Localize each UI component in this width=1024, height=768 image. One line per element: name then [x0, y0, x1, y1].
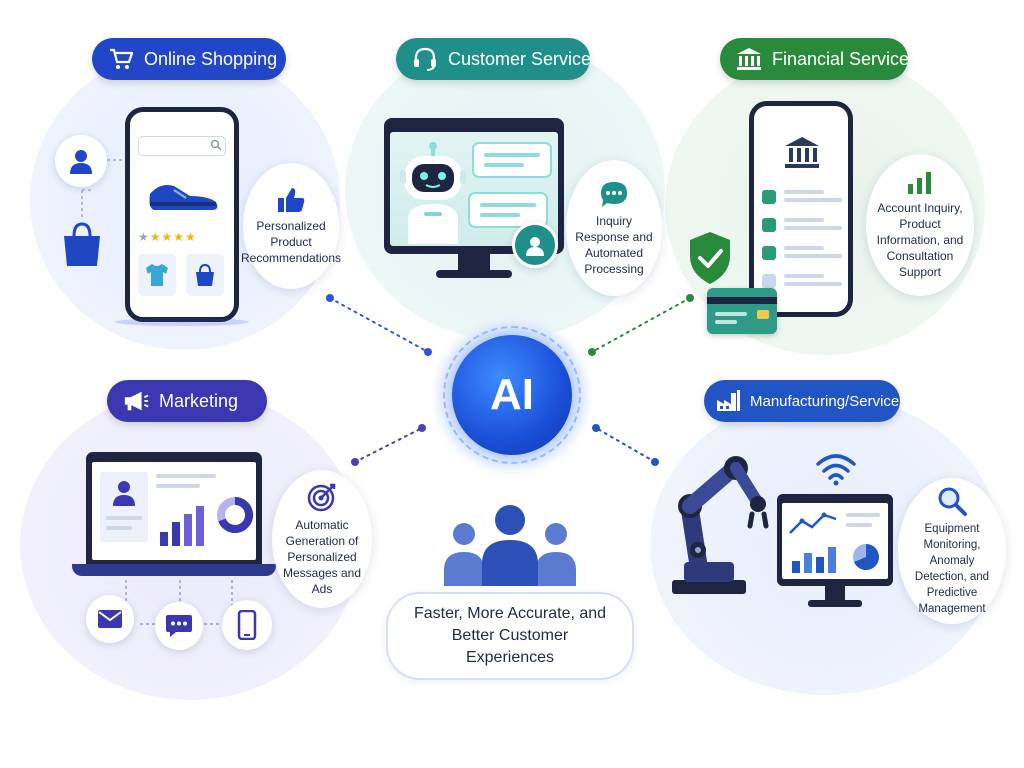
dashboard-stand — [825, 586, 845, 602]
finance-list — [762, 186, 846, 298]
dashboard-base — [808, 600, 862, 607]
megaphone-icon — [123, 388, 149, 414]
profile-card — [100, 472, 148, 542]
bag-tile — [186, 254, 224, 296]
marketing-note: Automatic Generation of Personalized Mes… — [282, 518, 362, 596]
finance-note: Account Inquiry, Product Information, an… — [876, 201, 964, 279]
manufacturing-pill: Manufacturing/Services — [704, 380, 907, 422]
profile-icon — [110, 478, 138, 508]
mail-circle — [86, 595, 134, 643]
shopping-bag-icon — [60, 220, 104, 268]
bar-chart-icon — [905, 170, 935, 196]
service-note-bubble: Inquiry Response and Automated Processin… — [566, 160, 662, 296]
caption-box: Faster, More Accurate, and Better Custom… — [386, 592, 634, 680]
customer-service-title: Customer Service — [448, 48, 592, 69]
mobile-circle — [222, 600, 272, 650]
wifi-icon — [815, 452, 857, 486]
phone-icon — [237, 610, 257, 640]
shopping-phone: ★★★★★ — [125, 107, 239, 322]
manufacturing-note: Equipment Monitoring, Anomaly Detection,… — [914, 523, 990, 615]
bars-mini — [790, 543, 844, 575]
chat-bubble-1 — [472, 142, 552, 178]
cart-icon — [108, 46, 134, 72]
dashboard-screen — [782, 503, 888, 579]
tshirt-tile — [138, 254, 176, 296]
credit-card-icon — [707, 288, 777, 334]
ai-label: AI — [490, 370, 534, 419]
bank-icon — [736, 46, 762, 72]
marketing-dash-lines — [125, 580, 233, 625]
agent-icon — [522, 232, 548, 258]
customer-service-pill: Customer Service — [396, 38, 592, 80]
marketing-laptop — [86, 452, 262, 566]
ai-core: AI — [452, 335, 572, 455]
shield-icon — [686, 230, 734, 286]
ai-ring — [443, 326, 581, 464]
manufacturing-note-bubble: Equipment Monitoring, Anomaly Detection,… — [898, 478, 1006, 624]
sms-circle — [155, 602, 203, 650]
service-monitor-stand — [458, 254, 490, 272]
chat-icon — [598, 179, 630, 209]
factory-icon — [716, 388, 742, 414]
rating-stars: ★★★★★ — [138, 230, 197, 244]
line-chart-mini — [788, 509, 840, 537]
user-icon — [66, 146, 96, 176]
tshirt-icon — [143, 262, 171, 288]
headset-icon — [412, 46, 438, 72]
mail-icon — [97, 609, 123, 629]
people-icon — [442, 504, 578, 588]
marketing-pill: Marketing — [107, 380, 267, 422]
finance-note-bubble: Account Inquiry, Product Information, an… — [866, 154, 974, 296]
online-shopping-title: Online Shopping — [144, 48, 278, 69]
search-icon — [210, 139, 222, 151]
pie-mini — [850, 541, 882, 573]
donut-chart-mini — [216, 496, 254, 534]
laptop-screen — [92, 462, 256, 560]
marketing-title: Marketing — [159, 390, 239, 411]
shopping-dash-lines — [81, 159, 125, 220]
finance-bank-icon — [784, 136, 820, 170]
sms-icon — [165, 613, 193, 639]
dashboard-monitor — [777, 494, 893, 586]
thumbs-up-icon — [276, 186, 306, 214]
financial-services-pill: Financial Services — [720, 38, 918, 80]
shopping-note: Personalized Product Recommendations — [240, 219, 342, 265]
financial-services-title: Financial Services — [772, 48, 919, 69]
online-shopping-pill: Online Shopping — [92, 38, 286, 80]
bar-chart-mini — [158, 504, 214, 548]
magnifier-icon — [936, 485, 968, 517]
agent-avatar-circle — [512, 222, 558, 268]
user-avatar-circle — [55, 135, 107, 187]
sneaker-icon — [146, 174, 222, 214]
handbag-icon — [192, 262, 218, 288]
target-icon — [306, 481, 338, 513]
robot-arm-icon — [668, 450, 778, 596]
finance-phone — [749, 101, 853, 317]
manufacturing-title: Manufacturing/Services — [750, 392, 907, 410]
shopping-phone-shadow — [115, 318, 249, 326]
service-monitor-base — [436, 270, 512, 278]
marketing-note-bubble: Automatic Generation of Personalized Mes… — [272, 470, 372, 608]
robot-icon — [398, 140, 468, 244]
shopping-search-bar — [138, 136, 226, 156]
laptop-base — [72, 564, 276, 576]
bottom-caption: Faster, More Accurate, and Better Custom… — [413, 605, 607, 666]
shopping-note-bubble: Personalized Product Recommendations — [240, 163, 342, 289]
service-note: Inquiry Response and Automated Processin… — [575, 214, 653, 276]
